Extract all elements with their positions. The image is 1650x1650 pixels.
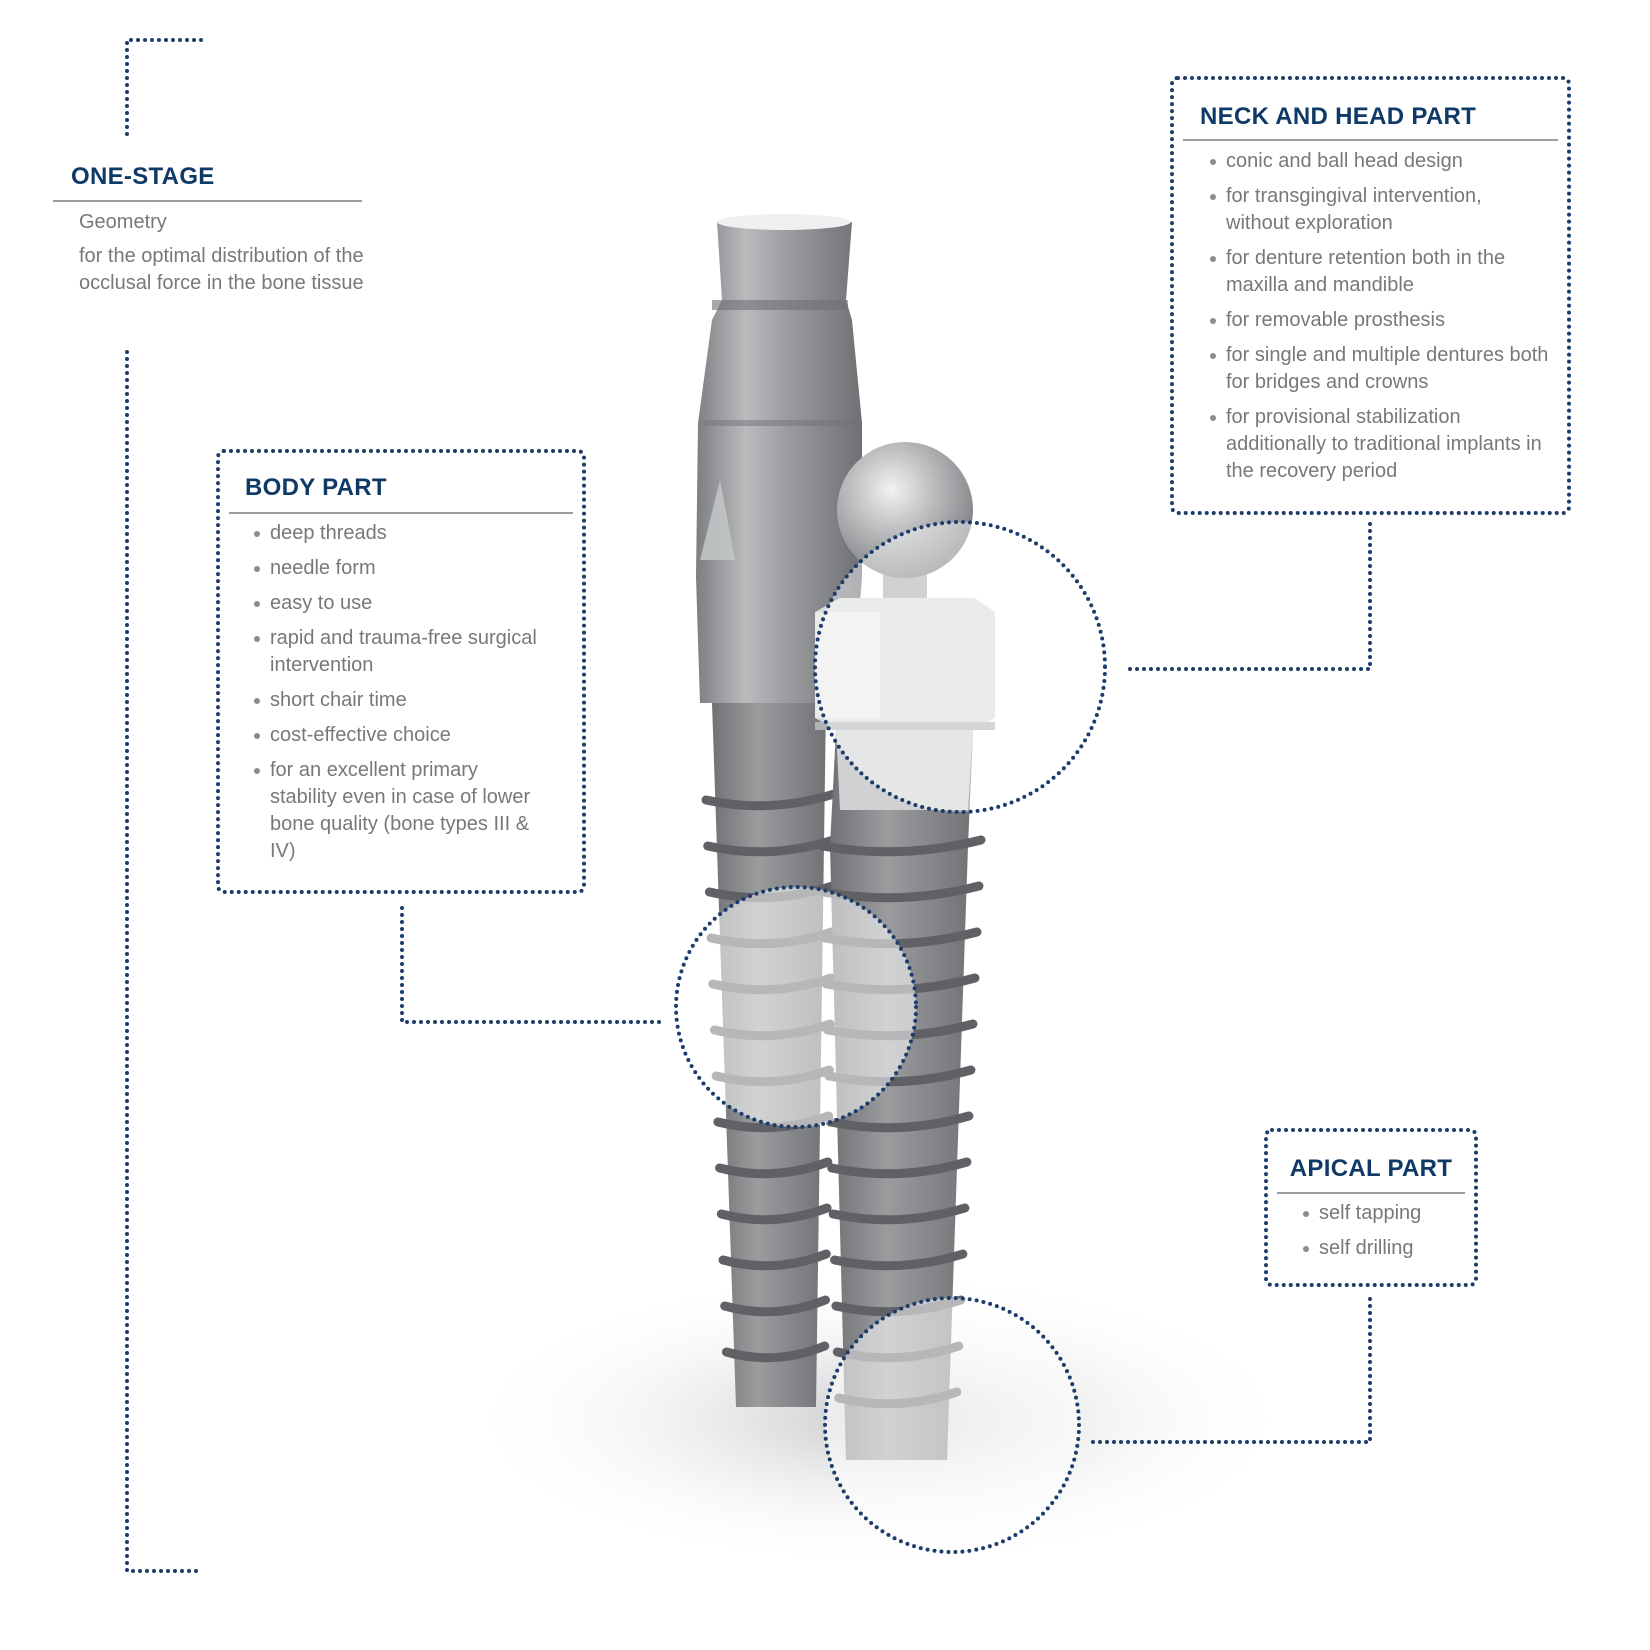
list-item: for single and multiple dentures both fo… (1210, 342, 1550, 396)
one-stage-bracket-top (125, 38, 203, 142)
neck-head-title: NECK AND HEAD PART (1200, 103, 1477, 130)
one-stage-subtitle: Geometry (79, 211, 167, 233)
body-part-box-border (216, 449, 586, 894)
thread-ridge (715, 1157, 833, 1179)
one-stage-description: for the optimal distribution of the occl… (79, 245, 364, 294)
neck-head-divider (1183, 139, 1558, 141)
list-item: for provisional stabilization additional… (1210, 404, 1550, 485)
thread-ridge (701, 789, 839, 811)
implant-pair (676, 214, 1105, 1552)
list-item: self tapping (1303, 1200, 1463, 1227)
body-part-divider (229, 512, 573, 514)
list-item: for denture retention both in the maxill… (1210, 245, 1550, 299)
list-item: for removable prosthesis (1210, 307, 1550, 334)
thread-ridge (827, 1157, 972, 1179)
body-part-connector (400, 906, 663, 1024)
list-item: self drilling (1303, 1235, 1463, 1262)
neck-head-connector (1127, 522, 1372, 671)
one-stage-title: ONE-STAGE (71, 163, 215, 190)
apical-highlight-circle (823, 1296, 1081, 1554)
thread-ridge (720, 1295, 830, 1317)
list-item: deep threads (254, 520, 544, 547)
thread-ridge (721, 1341, 830, 1363)
list-item: easy to use (254, 590, 544, 617)
thread-ridge (718, 1249, 831, 1271)
apical-list: self tapping self drilling (1303, 1200, 1463, 1270)
body-highlight-circle (674, 885, 918, 1129)
thread-ridge (828, 1203, 970, 1225)
list-item: needle form (254, 555, 544, 582)
list-item: for transgingival intervention, without … (1210, 183, 1550, 237)
apical-title: APICAL PART (1289, 1155, 1453, 1182)
apical-box-border (1264, 1128, 1478, 1287)
body-part-title: BODY PART (245, 474, 387, 501)
apical-connector (1090, 1297, 1372, 1444)
body-part-list: deep threads needle form easy to use rap… (254, 520, 544, 873)
list-item: for an excellent primary stability even … (254, 757, 544, 865)
ball-head (837, 442, 973, 578)
thread-ridge (716, 1203, 832, 1225)
neck-head-list: conic and ball head design for transging… (1210, 148, 1550, 493)
list-item: conic and ball head design (1210, 148, 1550, 175)
thread-ridge (830, 1249, 968, 1271)
thread-ridge (818, 881, 984, 903)
list-item: rapid and trauma-free surgical intervent… (254, 625, 544, 679)
list-item: cost-effective choice (254, 722, 544, 749)
one-stage-bracket-bottom (125, 350, 203, 1573)
one-stage-divider (53, 200, 362, 202)
apical-divider (1277, 1192, 1465, 1194)
thread-ridge (825, 1111, 974, 1133)
neck-highlight-circle (813, 520, 1107, 814)
one-stage-text: Geometry for the optimal distribution of… (79, 209, 369, 304)
thread-ridge (817, 835, 986, 857)
list-item: short chair time (254, 687, 544, 714)
